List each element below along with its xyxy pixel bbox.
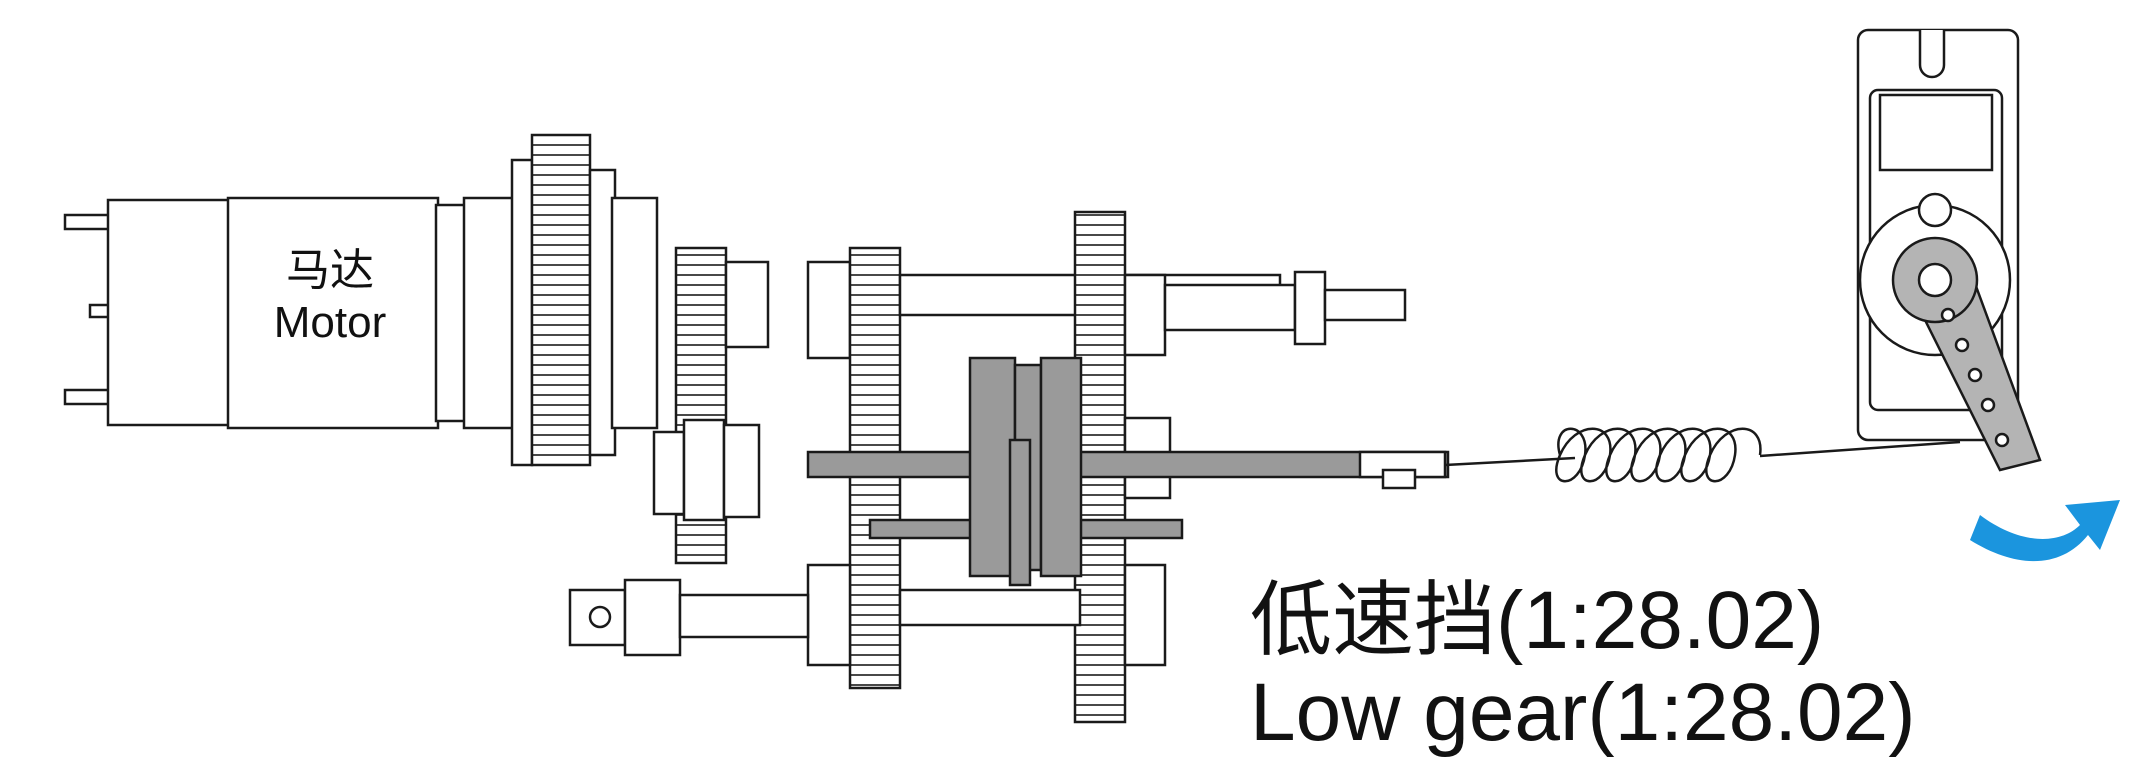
rotation-arrow-icon bbox=[1970, 500, 2120, 562]
servo-icon bbox=[1856, 28, 2042, 472]
motor-icon bbox=[63, 196, 516, 430]
gear-icon bbox=[568, 210, 1407, 724]
motor-label-en: Motor bbox=[273, 298, 387, 347]
gear-ratio-label: 低速挡(1:28.02) Low gear(1:28.02) bbox=[1250, 575, 1930, 759]
gear-ratio-label-zh: 低速挡(1:28.02) bbox=[1250, 575, 1825, 666]
gear-ratio-label-en: Low gear(1:28.02) bbox=[1250, 667, 1916, 758]
gear-icon bbox=[510, 133, 770, 565]
spring-icon bbox=[1444, 427, 1961, 483]
motor-label: 马达 Motor bbox=[230, 245, 430, 349]
shift-fork-icon bbox=[806, 356, 1450, 587]
motor-label-zh: 马达 bbox=[286, 246, 374, 295]
